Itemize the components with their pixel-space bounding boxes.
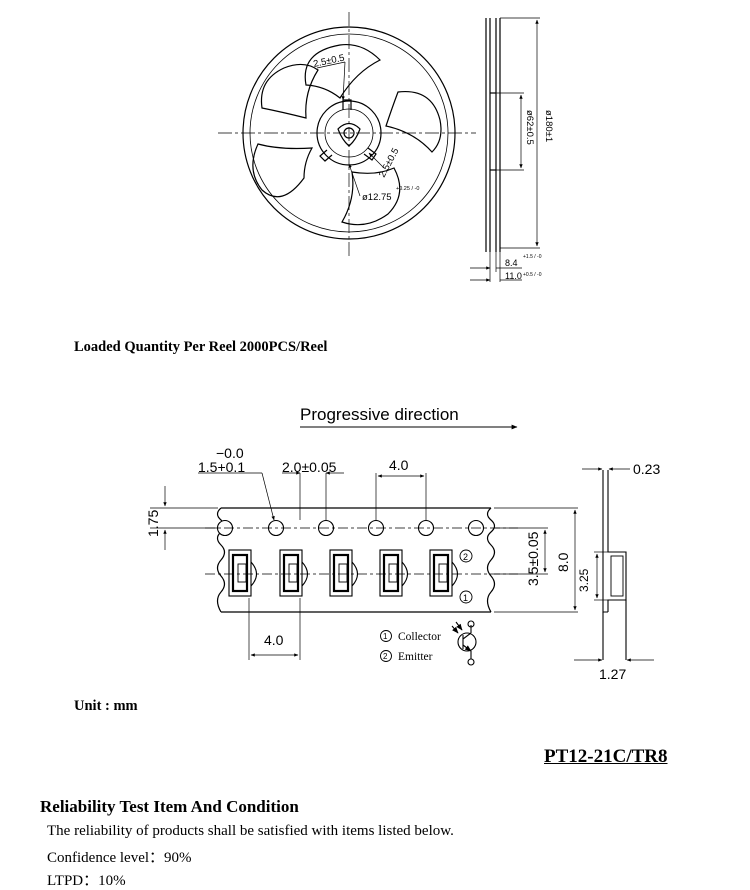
section-heading: Reliability Test Item And Condition (40, 797, 299, 816)
reel-centerlines (218, 12, 476, 258)
hub-slot (342, 99, 352, 110)
reel-side-view (485, 18, 501, 252)
hub-slot (319, 149, 333, 162)
reel-dim-hub-tolerance: +0.25 / -0 (396, 186, 419, 192)
pin-marker-2 (459, 549, 473, 563)
reel-dim-hub: ø12.75 (362, 192, 392, 203)
component-pocket (228, 549, 258, 597)
tape-dim-depth: 3.25 (577, 568, 591, 592)
progressive-direction-label: Progressive direction (300, 405, 459, 424)
component-pocket (429, 549, 459, 597)
tape-centerlines (205, 527, 518, 575)
component-pocket (379, 549, 409, 597)
part-number: PT12-21C/TR8 (544, 746, 668, 767)
reel-dim-outer: ø180±1 (543, 110, 554, 142)
reel-windows (252, 43, 442, 226)
component-pockets (228, 549, 459, 597)
reel-dim-width-a-tolerance: +1.5 / -0 (523, 254, 542, 260)
tape-dim-hole-tolerance: −0.0 (216, 445, 244, 461)
legend-marker-2-label: 2 (383, 652, 388, 661)
legend-marker-1 (380, 630, 392, 642)
tape-dimension-lines (150, 471, 578, 660)
reel-dim-slot: 2.5±0.5 (312, 53, 345, 70)
reel-dim-width-b-tolerance: +0.5 / -0 (523, 272, 542, 278)
body-line-3: LTPD：10% (47, 873, 126, 889)
tape-side-dimensions (574, 467, 654, 662)
legend-marker-1-label: 1 (383, 632, 388, 641)
tape-side-view (602, 470, 627, 660)
loaded-quantity-text: Loaded Quantity Per Reel 2000PCS/Reel (74, 339, 328, 355)
pin-marker-1-label: 1 (463, 593, 468, 603)
reel-dim-slot-2: 2.5±0.5 (377, 146, 402, 179)
reel-dimension-leaders (316, 61, 385, 197)
tape-dim-track: 3.5±0.05 (525, 531, 541, 586)
tape-dim-edge: 1.75 (145, 510, 161, 537)
pin-marker-2-label: 2 (463, 552, 468, 562)
carrier-tape (216, 507, 496, 613)
reel-dim-width-a: 8.4 (505, 258, 518, 268)
tape-dim-side: 1.27 (599, 666, 626, 682)
component-pocket (279, 549, 309, 597)
tape-dim-pitch-top: 4.0 (389, 457, 409, 473)
legend-emitter: Emitter (398, 651, 433, 663)
hub-slot (363, 147, 377, 161)
legend-marker-2 (380, 650, 392, 662)
reel-dim-inner: ø62±0.5 (524, 110, 535, 145)
tape-dim-pitch-bottom: 4.0 (264, 632, 284, 648)
component-pocket (329, 549, 359, 597)
phototransistor-symbol-icon (451, 620, 477, 666)
reel-side-dimensions (470, 17, 540, 282)
tape-dim-width: 8.0 (555, 552, 571, 572)
tape-dim-thickness: 0.23 (633, 461, 660, 477)
tape-dim-hole-offset: 2.0±0.05 (282, 459, 337, 475)
body-line-2: Confidence level：90% (47, 850, 192, 866)
pin-marker-1 (459, 590, 473, 604)
reel-dim-width-b: 11.0 (505, 271, 522, 281)
unit-label: Unit : mm (74, 698, 138, 714)
tape-dim-hole: 1.5+0.1 (198, 459, 245, 475)
body-line-1: The reliability of products shall be sat… (47, 823, 454, 839)
legend-collector: Collector (398, 631, 441, 643)
